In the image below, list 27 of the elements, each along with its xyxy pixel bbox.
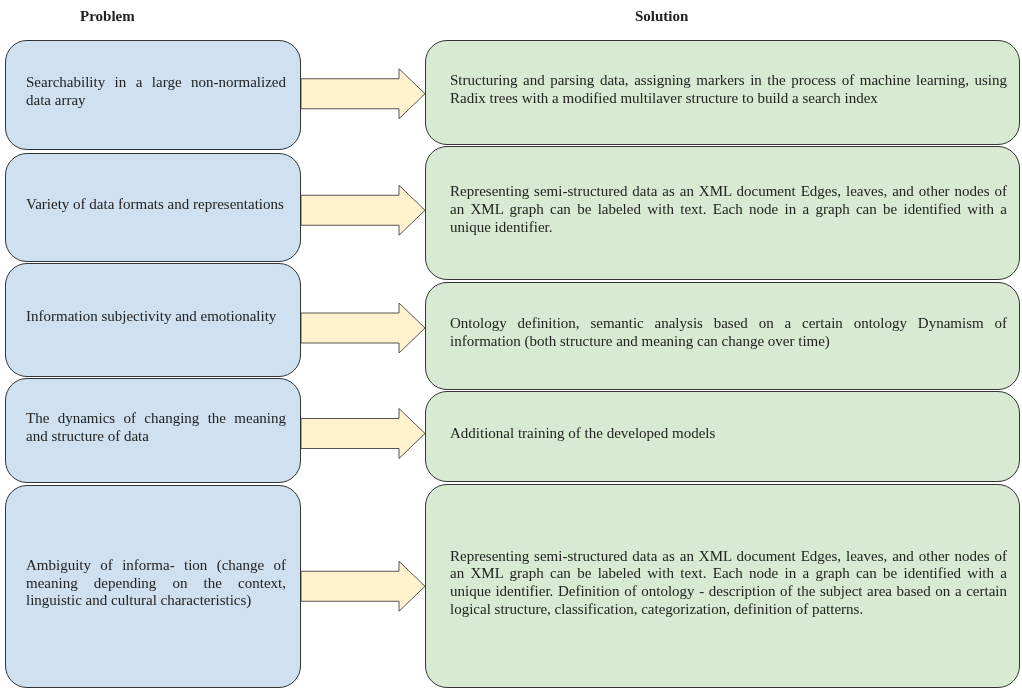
solution-card [425, 40, 1020, 145]
solution-text: Representing semi-structured data as an XML document Edges, leaves, and other nodes of an XML graph can be labeled with text. Each node in a graph can be identified with a unique identifier. Definition of ontology - description of the subject area based on a certain logical structure, classification, categorization, definition of patterns. [450, 547, 1007, 619]
problem-text: Searchability in a large non-normalized data array [26, 74, 286, 110]
problem-text: Information subjectivity and emotionality [26, 308, 277, 326]
block-arrow [300, 68, 426, 120]
column-heading: Solution [635, 8, 689, 25]
problem-card [5, 153, 301, 262]
solution-card [425, 146, 1020, 280]
block-arrow [300, 408, 426, 459]
solution-text: Ontology definition, semantic analysis based on a certain ontology Dynamism of information (both structure and meaning can change over time) [450, 315, 1007, 351]
block-arrow [300, 560, 426, 612]
solution-text: Representing semi-structured data as an XML document Edges, leaves, and other nodes of an XML graph can be labeled with text. Each node in a graph can be identified with a unique identifier. [450, 183, 1007, 237]
problem-card [5, 40, 301, 150]
solution-text: Structuring and parsing data, assigning markers in the process of machine learning, using Radix trees with a modified multilaver structure to build a search index [450, 71, 1007, 108]
problem-card [5, 378, 301, 483]
problem-text: Variety of data formats and representations [26, 195, 284, 214]
column-heading: Problem [80, 8, 135, 25]
solution-card [425, 484, 1020, 688]
problem-card [5, 263, 301, 377]
block-arrow [300, 184, 426, 236]
solution-text: Additional training of the developed models [450, 424, 716, 443]
block-arrow [300, 302, 426, 354]
solution-card [425, 391, 1020, 482]
solution-card [425, 282, 1020, 390]
problem-text: Ambiguity of informa- tion (change of meaning depending on the context, linguistic and cultural characteristics) [26, 556, 286, 611]
problem-card [5, 485, 301, 688]
problem-text: The dynamics of changing the meaning and structure of data [26, 409, 286, 446]
